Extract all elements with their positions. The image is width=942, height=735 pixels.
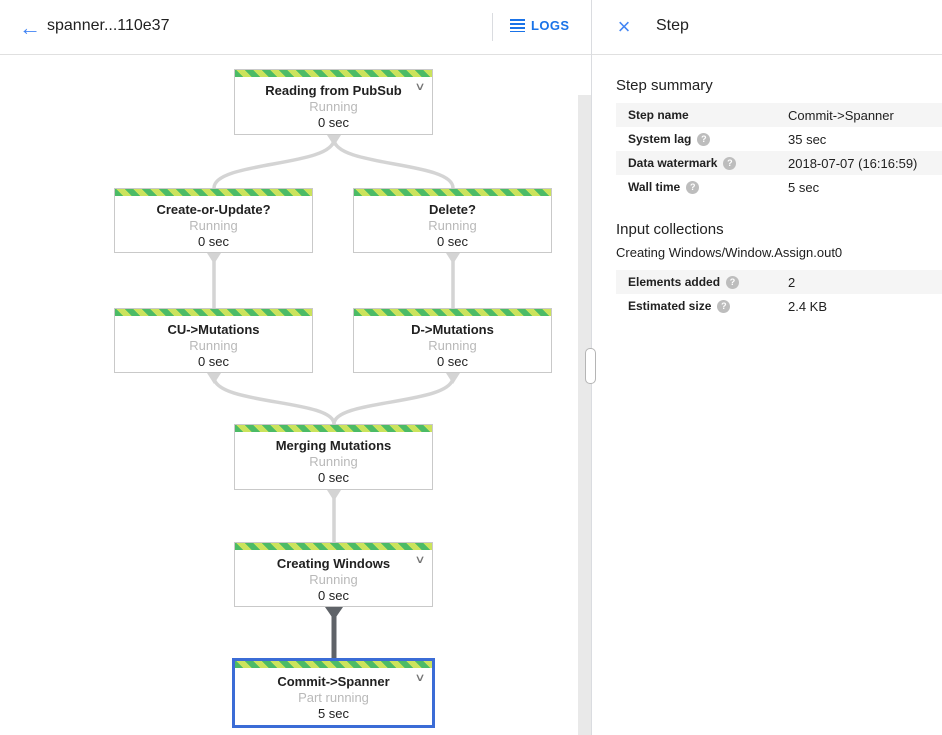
collection-row-estimated-size: Estimated size ? 2.4 KB: [616, 294, 942, 318]
chevron-down-icon[interactable]: ∨: [414, 81, 426, 93]
node-time: 5 sec: [317, 706, 350, 721]
logs-button[interactable]: LOGS: [510, 18, 569, 33]
help-icon[interactable]: ?: [726, 275, 740, 289]
row-value: 5 sec: [788, 179, 820, 195]
graph-node-delete[interactable]: Delete? Running 0 sec: [353, 188, 552, 253]
chevron-down-icon[interactable]: ∨: [414, 554, 426, 566]
node-time: 0 sec: [317, 470, 350, 485]
close-icon[interactable]: ×: [617, 14, 631, 39]
row-value: 35 sec: [788, 131, 827, 147]
node-time: 0 sec: [317, 588, 350, 603]
help-icon[interactable]: ?: [723, 156, 737, 170]
input-collections-table: Elements added ? 2 Estimated size ? 2.4 …: [616, 270, 942, 318]
node-time: 0 sec: [436, 354, 469, 369]
graph-node-reading-from-pubsub[interactable]: ∨ Reading from PubSub Running 0 sec: [234, 69, 433, 135]
row-label: System lag: [628, 132, 692, 146]
step-details-panel: Step summary Step name Commit->Spanner S…: [592, 55, 942, 735]
chevron-down-icon[interactable]: ∨: [414, 672, 426, 684]
logs-button-label: LOGS: [531, 18, 570, 33]
help-icon[interactable]: ?: [717, 299, 731, 313]
top-header: ← spanner...110e37 LOGS × Step: [0, 0, 942, 55]
panel-title: Step: [656, 17, 689, 34]
node-status: Running: [189, 338, 238, 353]
running-stripe: [235, 425, 432, 432]
node-title: Commit->Spanner: [277, 674, 390, 689]
row-label: Estimated size: [628, 299, 712, 313]
row-value: Commit->Spanner: [788, 107, 894, 123]
node-time: 0 sec: [197, 234, 230, 249]
pipeline-graph-canvas[interactable]: ∨ Reading from PubSub Running 0 sec Crea…: [0, 55, 591, 735]
panel-resize-handle[interactable]: [585, 348, 596, 384]
running-stripe: [115, 189, 312, 196]
node-title: Merging Mutations: [275, 438, 392, 453]
row-label: Elements added: [628, 275, 721, 289]
collection-name: Creating Windows/Window.Assign.out0: [616, 245, 843, 260]
running-stripe: [354, 189, 551, 196]
node-time: 0 sec: [197, 354, 230, 369]
collection-row-elements-added: Elements added ? 2: [616, 270, 942, 294]
row-label: Step name: [628, 108, 689, 122]
running-stripe: [115, 309, 312, 316]
running-stripe: [235, 70, 432, 77]
graph-node-create-or-update[interactable]: Create-or-Update? Running 0 sec: [114, 188, 313, 253]
graph-scrollbar[interactable]: [578, 95, 591, 735]
graph-node-d-mutations[interactable]: D->Mutations Running 0 sec: [353, 308, 552, 373]
job-title: spanner...110e37: [47, 17, 170, 34]
step-summary-heading: Step summary: [616, 77, 713, 94]
summary-row-wall-time: Wall time ? 5 sec: [616, 175, 942, 199]
node-title: Creating Windows: [276, 556, 391, 571]
graph-node-merging-mutations[interactable]: Merging Mutations Running 0 sec: [234, 424, 433, 490]
graph-edges: [207, 135, 460, 658]
node-time: 0 sec: [436, 234, 469, 249]
logs-list-icon: [510, 19, 525, 32]
row-label: Wall time: [628, 180, 681, 194]
node-status: Running: [428, 338, 477, 353]
graph-node-cu-mutations[interactable]: CU->Mutations Running 0 sec: [114, 308, 313, 373]
node-title: CU->Mutations: [167, 322, 260, 337]
node-status: Running: [309, 99, 358, 114]
header-divider: [492, 13, 493, 41]
input-collections-section: Input collections Creating Windows/Windo…: [616, 221, 942, 318]
node-title: Reading from PubSub: [265, 83, 402, 98]
graph-node-commit-spanner[interactable]: ∨ Commit->Spanner Part running 5 sec: [232, 658, 435, 728]
summary-row-system-lag: System lag ? 35 sec: [616, 127, 942, 151]
running-stripe: [354, 309, 551, 316]
input-collections-heading: Input collections: [616, 221, 724, 238]
help-icon[interactable]: ?: [686, 180, 700, 194]
back-arrow-icon[interactable]: ←: [19, 15, 41, 40]
step-summary-table: Step name Commit->Spanner System lag ? 3…: [616, 103, 942, 199]
node-time: 0 sec: [317, 115, 350, 130]
row-value: 2.4 KB: [788, 298, 828, 314]
node-status: Running: [428, 218, 477, 233]
node-title: Delete?: [429, 202, 476, 217]
graph-node-creating-windows[interactable]: ∨ Creating Windows Running 0 sec: [234, 542, 433, 607]
row-label: Data watermark: [628, 156, 718, 170]
node-status: Running: [189, 218, 238, 233]
summary-row-step-name: Step name Commit->Spanner: [616, 103, 942, 127]
node-status: Part running: [298, 690, 369, 705]
node-title: D->Mutations: [411, 322, 494, 337]
running-stripe: [235, 661, 432, 668]
node-status: Running: [309, 454, 358, 469]
help-icon[interactable]: ?: [697, 132, 711, 146]
row-value: 2: [788, 274, 796, 290]
row-value: 2018-07-07 (16:16:59): [788, 155, 918, 171]
node-title: Create-or-Update?: [156, 202, 271, 217]
summary-row-data-watermark: Data watermark ? 2018-07-07 (16:16:59): [616, 151, 942, 175]
running-stripe: [235, 543, 432, 550]
node-status: Running: [309, 572, 358, 587]
